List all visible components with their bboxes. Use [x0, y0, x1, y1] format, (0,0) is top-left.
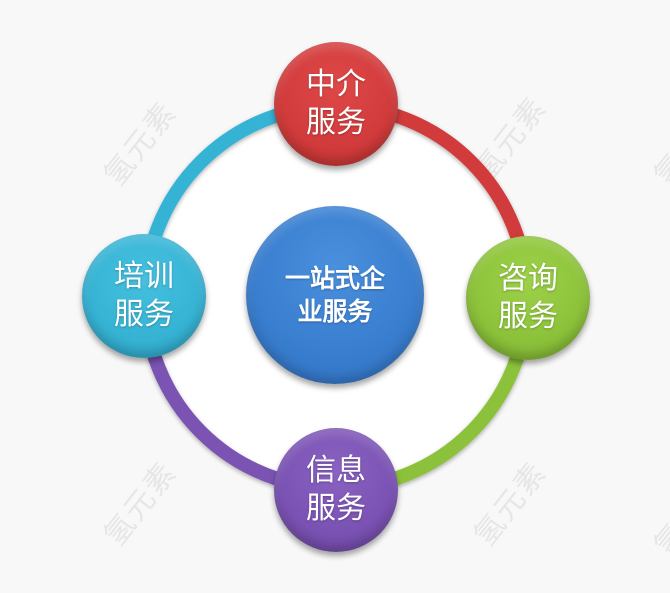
node-left-line1: 培训 [114, 259, 174, 294]
node-bottom-line1: 信息 [306, 453, 366, 488]
node-bottom-line2: 服务 [306, 491, 366, 526]
center-label-line1: 一站式企 [284, 264, 385, 293]
node-left-line2: 服务 [114, 297, 174, 332]
node-right-line2: 服务 [498, 299, 558, 334]
node-right-line1: 咨询 [498, 261, 558, 296]
node-training-service: 培训 服务 [82, 234, 206, 358]
node-top-line1: 中介 [306, 67, 366, 102]
center-label-line2: 业服务 [297, 297, 373, 326]
node-top-line2: 服务 [306, 105, 366, 140]
center-hub-one-stop-enterprise-service: 一站式企 业服务 [246, 206, 424, 384]
node-information-service: 信息 服务 [274, 428, 398, 552]
node-consulting-service: 咨询 服务 [466, 236, 590, 360]
node-intermediary-service: 中介 服务 [274, 42, 398, 166]
